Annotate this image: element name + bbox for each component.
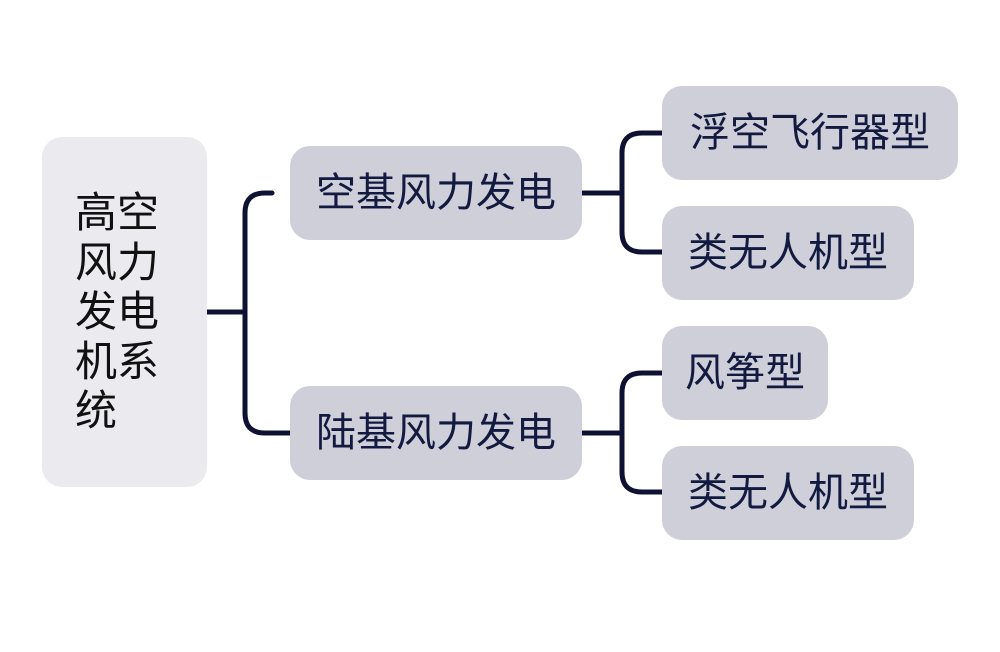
leaf-node-aerostat: 浮空飞行器型 <box>662 86 958 180</box>
leaf-node-drone-aerial: 类无人机型 <box>662 206 914 300</box>
branch-node-label: 空基风力发电 <box>316 170 556 216</box>
connector-root-to-branches <box>204 190 293 436</box>
leaf-node-label: 类无人机型 <box>688 470 888 516</box>
leaf-node-label: 类无人机型 <box>688 230 888 276</box>
branch-node-aerial: 空基风力发电 <box>290 146 582 240</box>
leaf-node-label: 风筝型 <box>685 350 805 396</box>
leaf-node-kite: 风筝型 <box>662 326 828 420</box>
connector-branch-1-to-leaves <box>579 130 667 255</box>
root-node: 高空风力发电机系统 <box>42 137 207 487</box>
connector-branch-2-to-leaves <box>579 370 667 495</box>
root-node-label: 高空风力发电机系统 <box>75 188 160 436</box>
branch-node-ground: 陆基风力发电 <box>290 386 582 480</box>
branch-node-label: 陆基风力发电 <box>316 410 556 456</box>
leaf-node-drone-ground: 类无人机型 <box>662 446 914 540</box>
leaf-node-label: 浮空飞行器型 <box>690 110 930 156</box>
